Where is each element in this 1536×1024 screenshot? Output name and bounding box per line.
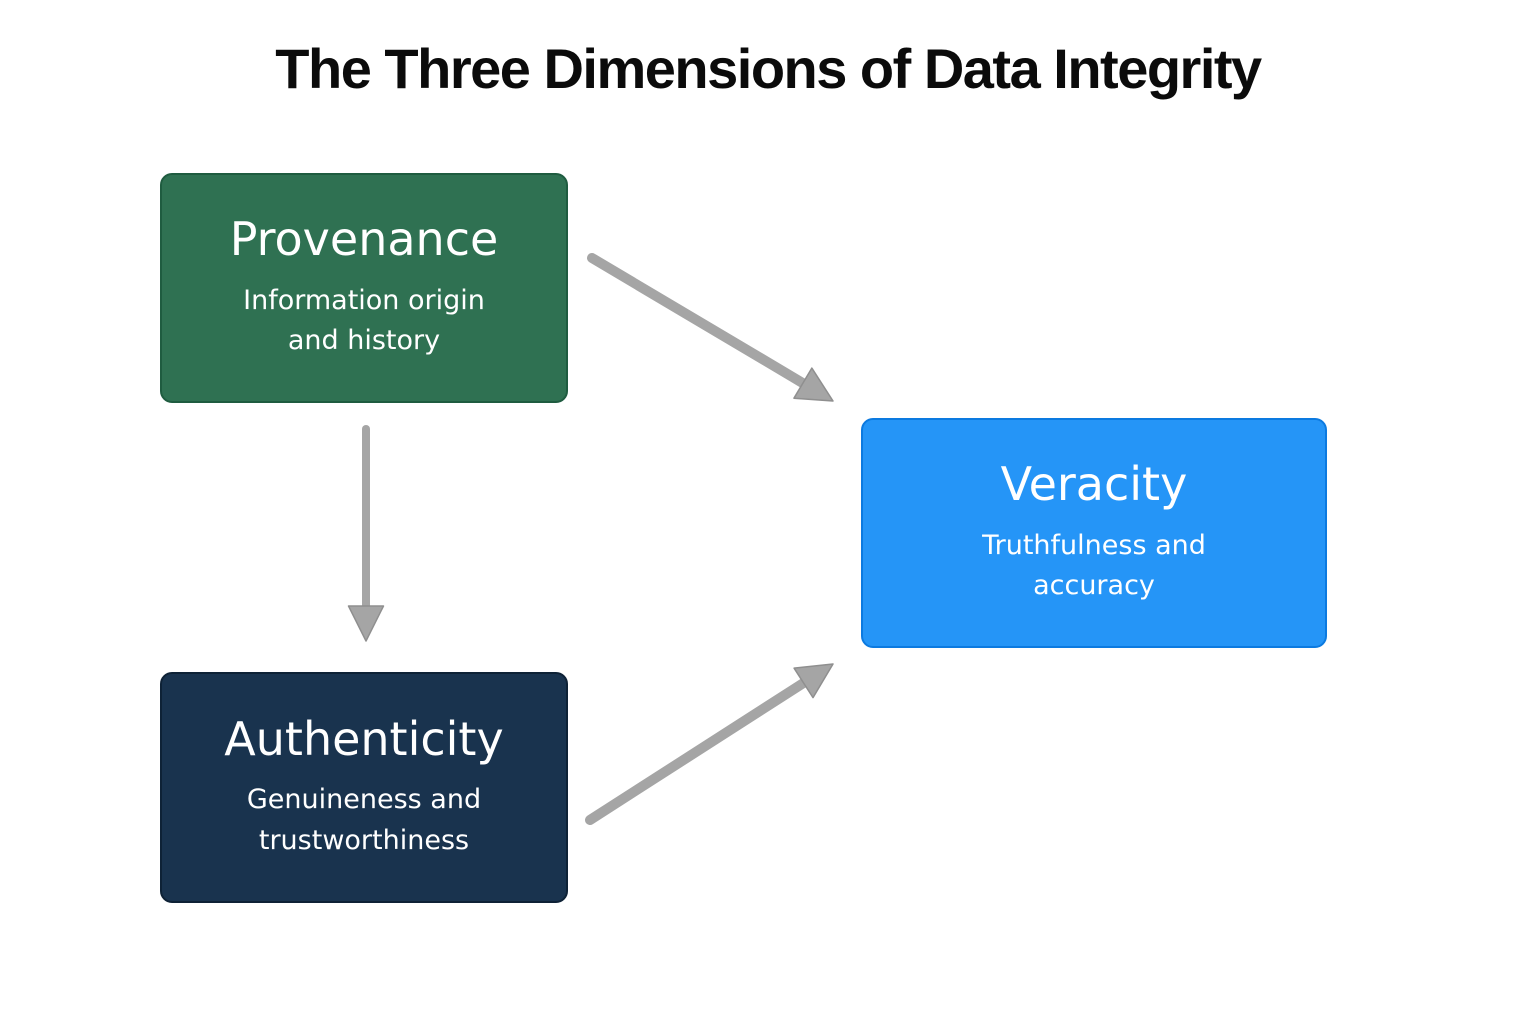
- arrow-provenance-to-veracity: [587, 253, 834, 402]
- node-provenance: Provenance Information origin and histor…: [160, 173, 568, 403]
- arrow-authenticity-to-veracity: [585, 663, 834, 825]
- node-authenticity-label: Authenticity: [224, 711, 504, 766]
- arrow-provenance-to-authenticity: [347, 425, 385, 642]
- node-veracity: Veracity Truthfulness and accuracy: [861, 418, 1327, 648]
- diagram-title: The Three Dimensions of Data Integrity: [275, 37, 1262, 100]
- node-veracity-label: Veracity: [1000, 457, 1188, 512]
- node-veracity-description: Truthfulness and accuracy: [982, 529, 1206, 602]
- node-authenticity-description: Genuineness and trustworthiness: [246, 784, 482, 856]
- node-provenance-description: Information origin and history: [243, 284, 485, 357]
- node-authenticity: Authenticity Genuineness and trustworthi…: [160, 672, 568, 903]
- node-provenance-label: Provenance: [229, 212, 499, 267]
